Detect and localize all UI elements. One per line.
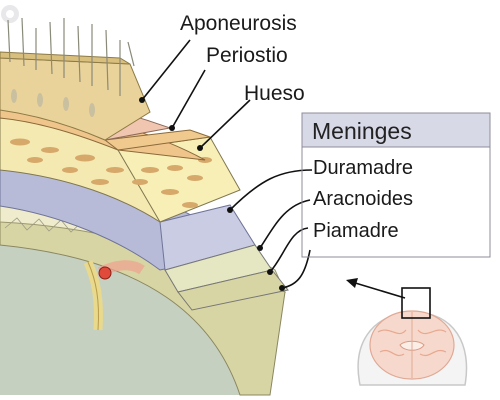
meninges-title: Meninges (312, 118, 412, 144)
zoom-region-box (401, 287, 431, 319)
label-hueso: Hueso (244, 82, 305, 105)
piamadre-leader (269, 227, 309, 273)
meninges-header (301, 112, 491, 148)
hair-strands (7, 17, 135, 96)
piamadre-face (177, 269, 289, 311)
blood-vessel (0, 188, 145, 331)
label-aponeurosis: Aponeurosis (180, 12, 297, 35)
brain-coronal-icon (357, 287, 468, 386)
piamadre-leader-2 (281, 249, 311, 289)
arrow-pointer-icon (346, 278, 406, 299)
periostio-leader (171, 69, 206, 129)
label-piamadre: Piamadre (313, 220, 399, 242)
label-periostio: Periostio (206, 44, 288, 67)
aracnoides-leader (259, 199, 311, 249)
brain-tissue (0, 237, 270, 395)
hair-follicles (11, 89, 95, 117)
skin-top (0, 51, 131, 65)
bone-texture (10, 138, 212, 208)
aponeurosis-leader (141, 39, 191, 101)
label-aracnoides: Aracnoides (313, 188, 413, 210)
skin-layer (0, 57, 151, 141)
meninges-box (301, 112, 491, 258)
hueso-leader (199, 99, 251, 149)
duramadre-leader (229, 169, 313, 211)
doctoralia-logo (1, 5, 19, 23)
periostio-face (103, 129, 211, 151)
label-duramadre: Duramadre (313, 157, 413, 179)
